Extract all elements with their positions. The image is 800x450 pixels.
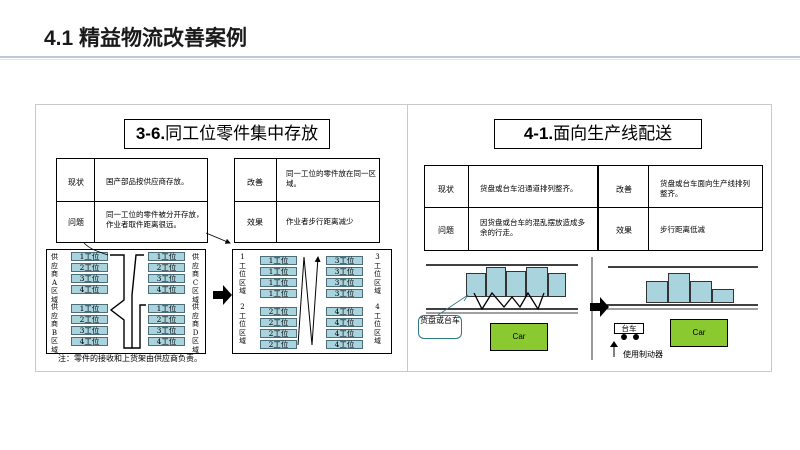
car-before: Car: [490, 323, 548, 351]
part-box: 2工位: [71, 263, 108, 272]
after-table: [234, 158, 380, 243]
row-label: 改善: [616, 185, 632, 194]
car-after: Car: [670, 319, 728, 347]
cart-box: 台车: [614, 323, 644, 334]
after-table: [598, 165, 763, 251]
part-box: 4工位: [71, 337, 108, 346]
banner-number: 4-1.: [523, 124, 554, 143]
case-panel-right: 4-1.面向生产线配送 现状 货盘或台车沿通道排列整齐。 问题 因货盘或台车的混…: [407, 104, 772, 372]
zone-3-label: 3工位区域: [374, 253, 381, 295]
part-box: 2工位: [260, 329, 297, 338]
part-box: 2工位: [148, 315, 185, 324]
part-box: 2工位: [260, 307, 297, 316]
row-label: 效果: [247, 218, 263, 227]
part-box: 1工位: [260, 256, 297, 265]
supplier-a-label: 供应商A区域: [51, 253, 58, 304]
part-box: 4工位: [148, 285, 185, 294]
part-box: 1工位: [71, 304, 108, 313]
part-box: 1工位: [260, 278, 297, 287]
part-box: 1工位: [148, 304, 185, 313]
zone-1-label: 1工位区域: [239, 253, 246, 295]
part-box: 4工位: [326, 318, 363, 327]
before-table: [424, 165, 598, 251]
part-box: 3工位: [326, 278, 363, 287]
row-label: 现状: [438, 185, 454, 194]
row-text: 货盘或台车沿通道排列整齐。: [480, 184, 578, 193]
row-text: 因货盘或台车的混乱摆放造成多余的行走。: [480, 218, 585, 237]
part-box: 3工位: [71, 274, 108, 283]
pallet-stack: [526, 267, 548, 297]
banner-text: 面向生产线配送: [553, 124, 673, 144]
zone-2-label: 2工位区域: [239, 303, 246, 345]
part-box: 2工位: [260, 318, 297, 327]
part-box: 4工位: [326, 340, 363, 349]
title-rule: [0, 56, 800, 58]
part-box: 4工位: [71, 285, 108, 294]
left-diagram-overlay: [83, 232, 321, 349]
row-text: 步行距离低减: [660, 225, 705, 234]
part-box: 4工位: [326, 307, 363, 316]
row-text: 作业者步行距离减少: [286, 217, 354, 226]
pallet-stack: [646, 281, 668, 303]
row-label: 改善: [247, 178, 263, 187]
pallet-stack: [712, 289, 734, 303]
pallet-stack: [668, 273, 690, 303]
part-box: 3工位: [71, 326, 108, 335]
supplier-b-label: 供应商B区域: [51, 303, 58, 354]
part-box: 2工位: [71, 315, 108, 324]
row-text: 同一工位的零件被分开存放，作业者取件距离很远。: [106, 210, 204, 229]
pallet-callout: 货盘或台车: [418, 315, 462, 339]
supplier-d-label: 供应商D区域: [192, 303, 199, 354]
zone-4-label: 4工位区域: [374, 303, 381, 345]
pallet-stack: [486, 267, 506, 297]
before-table: [56, 158, 208, 243]
row-label: 问题: [438, 226, 454, 235]
title-rule-light: [0, 59, 800, 60]
part-box: 1工位: [148, 252, 185, 261]
row-label: 现状: [68, 178, 84, 187]
after-layout-box: [232, 249, 392, 354]
case-banner-right: 4-1.面向生产线配送: [494, 119, 702, 149]
part-box: 4工位: [326, 329, 363, 338]
slide-title: 4.1 精益物流改善案例: [44, 27, 248, 50]
row-text: 同一工位的零件放在同一区域。: [286, 169, 376, 188]
row-label: 效果: [616, 226, 632, 235]
banner-number: 3-6.: [135, 124, 166, 143]
part-box: 1工位: [260, 267, 297, 276]
part-box: 3工位: [148, 274, 185, 283]
part-box: 3工位: [326, 256, 363, 265]
row-label: 问题: [68, 218, 84, 227]
part-box: 3工位: [148, 326, 185, 335]
pallet-stack: [506, 271, 526, 297]
part-box: 1工位: [260, 289, 297, 298]
pallet-stack: [690, 281, 712, 303]
row-text: 国产部品按供应商存放。: [106, 177, 189, 186]
before-layout-box: [46, 249, 206, 354]
part-box: 2工位: [260, 340, 297, 349]
part-box: 1工位: [71, 252, 108, 261]
case-banner-left: 3-6.同工位零件集中存放: [124, 119, 330, 149]
part-box: 2工位: [148, 263, 185, 272]
part-box: 3工位: [326, 267, 363, 276]
part-box: 4工位: [148, 337, 185, 346]
brake-note: 使用制动器: [623, 350, 663, 359]
footnote: 注：零件的接收和上货架由供应商负责。: [58, 354, 202, 363]
right-diagram-overlay: [426, 257, 758, 360]
pallet-stack: [548, 273, 566, 297]
supplier-c-label: 供应商C区域: [192, 253, 199, 304]
banner-text: 同工位零件集中存放: [165, 124, 319, 144]
part-box: 3工位: [326, 289, 363, 298]
case-panel-left: 3-6.同工位零件集中存放 现状 国产部品按供应商存放。 问题 同一工位的零件被…: [35, 104, 415, 372]
row-text: 货盘或台车面向生产线排列整齐。: [660, 179, 750, 198]
